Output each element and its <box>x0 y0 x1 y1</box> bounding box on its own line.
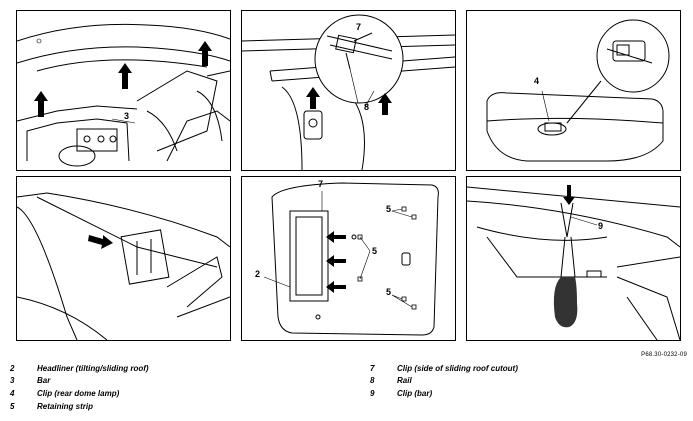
panel-bar-clip: 9 <box>466 176 681 341</box>
callout-7-headliner: 7 <box>318 179 324 189</box>
illustration-bar-clip <box>467 185 680 340</box>
callout-3: 3 <box>124 111 130 121</box>
illustration-door <box>17 192 230 340</box>
figure-code: P68.30-0232-09 <box>641 352 687 358</box>
callout-5-middle: 5 <box>372 246 378 256</box>
illustration-rail <box>242 14 455 170</box>
illustration-dome-lamp <box>486 19 670 162</box>
illustration-headliner <box>263 182 439 336</box>
callout-4: 4 <box>534 76 540 86</box>
panel-door-side <box>16 176 231 341</box>
callout-7: 7 <box>356 22 362 32</box>
callout-8: 8 <box>364 102 370 112</box>
illustration-roof-interior <box>17 23 230 167</box>
callout-9: 9 <box>598 221 604 231</box>
panel-rail-clip: 7 8 <box>241 10 456 171</box>
callout-5-lower: 5 <box>386 287 392 297</box>
panel-roof-removal: 3 <box>16 10 231 171</box>
callout-2: 2 <box>255 269 261 279</box>
callout-5-upper: 5 <box>386 204 392 214</box>
panel-headliner: 7 2 5 5 5 <box>241 176 456 341</box>
panel-dome-lamp-clip: 4 <box>466 10 681 171</box>
